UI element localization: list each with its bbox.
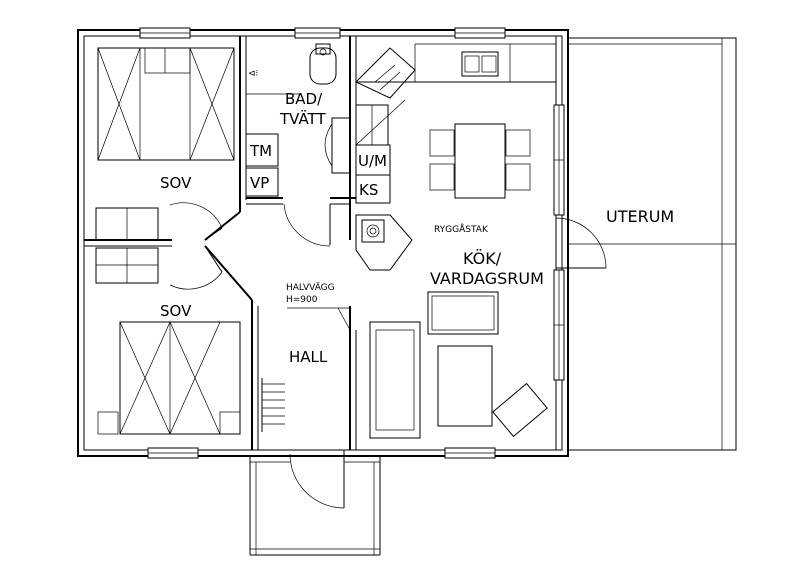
room-label-sunroom: UTERUM [606,207,674,226]
appliance-label-water-heater: VP [250,174,269,192]
room-label-bedroom-bottom: SOV [160,302,192,320]
note-ridge-roof: RYGGÅSTAK [434,223,489,235]
kitchen-living: U/M KS RYGGÅSTAK KÖK/ VARDAGSRUM [355,43,556,439]
room-label-bathroom-line1: BAD/ [285,90,323,108]
bedroom-bottom: SOV [95,247,241,435]
room-label-bathroom-line2: TVÄTT [279,109,326,128]
sunroom [567,37,737,451]
note-partial-wall-line2: H=900 [286,295,318,305]
bathroom: ⊲⁝ TM VP BAD/ TVÄTT [245,43,351,197]
note-partial-wall-line1: HALVVÄGG [286,282,335,293]
appliance-label-fridge-freezer: KS [359,181,378,199]
bedroom-top: SOV [95,47,235,241]
windows [139,27,565,459]
appliance-label-microwave: U/M [358,152,387,170]
room-label-bedroom-top: SOV [160,174,192,192]
room-label-kitchen-line2: VARDAGSRUM [430,269,544,288]
appliance-label-dryer: TM [249,142,272,160]
shower-icon: ⊲⁝ [248,69,258,79]
hall: HALVVÄGG H=900 HALL [261,282,351,432]
doors [169,202,607,509]
room-label-kitchen-line1: KÖK/ [463,249,502,268]
entrance-porch [249,456,381,556]
room-label-hall: HALL [289,348,328,366]
